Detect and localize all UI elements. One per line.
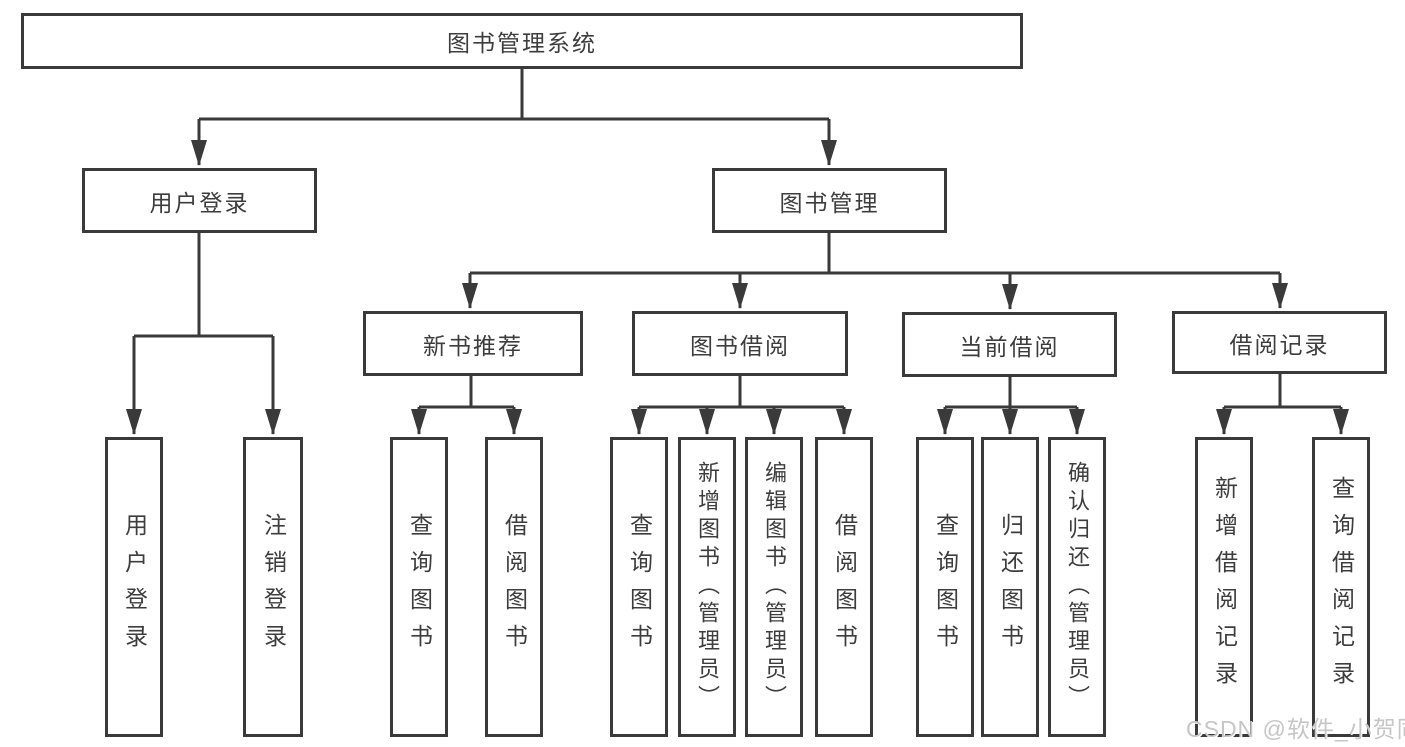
node-label: 借阅图书 [831,513,858,661]
node-label: 图书管理系统 [447,30,597,56]
node-label: 注销登录 [260,513,287,661]
node-label: 新书推荐 [423,332,523,359]
node-label: 图书借阅 [690,332,790,359]
node-label: 新增借阅记录 [1211,476,1238,698]
node-leaf-recommend-query-books: 查询图书 [390,437,448,737]
node-label: 用户登录 [121,513,148,661]
node-leaf-current-return-books: 归还图书 [981,437,1039,737]
node-book-management: 图书管理 [712,168,947,233]
node-label: 图书管理 [779,189,880,216]
node-borrow-records: 借阅记录 [1172,311,1387,374]
node-label: 用户登录 [149,189,250,216]
node-leaf-logout: 注销登录 [243,437,303,737]
node-leaf-borrow-borrow-books: 借阅图书 [815,437,873,737]
node-leaf-user-login: 用户登录 [105,437,163,737]
node-user-login: 用户登录 [82,168,317,233]
node-current-borrow: 当前借阅 [902,312,1117,377]
node-label: 查询图书 [626,513,653,661]
node-leaf-recommend-borrow-books: 借阅图书 [485,437,543,737]
node-label: 借阅记录 [1229,331,1330,358]
node-label: 归还图书 [997,513,1024,661]
watermark-text: CSDN @软件_小贺同学 [1186,716,1405,742]
node-label: 编辑图书（管理员） [762,461,787,713]
node-root: 图书管理系统 [21,13,1023,69]
node-label: 新增图书（管理员） [695,461,720,713]
node-leaf-current-query-books: 查询图书 [916,437,974,737]
node-leaf-borrow-edit-books-admin: 编辑图书（管理员） [745,437,803,737]
node-leaf-current-confirm-return-admin: 确认归还（管理员） [1048,437,1106,737]
node-label: 查询借阅记录 [1328,476,1355,698]
node-leaf-records-add-record: 新增借阅记录 [1195,437,1253,737]
node-label: 查询图书 [406,513,433,661]
node-book-borrow: 图书借阅 [632,311,848,376]
node-label: 查询图书 [932,513,959,661]
node-leaf-borrow-add-books-admin: 新增图书（管理员） [678,437,736,737]
node-label: 当前借阅 [959,333,1060,360]
node-new-book-recommend: 新书推荐 [363,311,583,376]
node-label: 借阅图书 [501,513,528,661]
node-leaf-borrow-query-books: 查询图书 [610,437,668,737]
node-leaf-records-query-record: 查询借阅记录 [1312,437,1370,737]
node-label: 确认归还（管理员） [1065,461,1090,713]
